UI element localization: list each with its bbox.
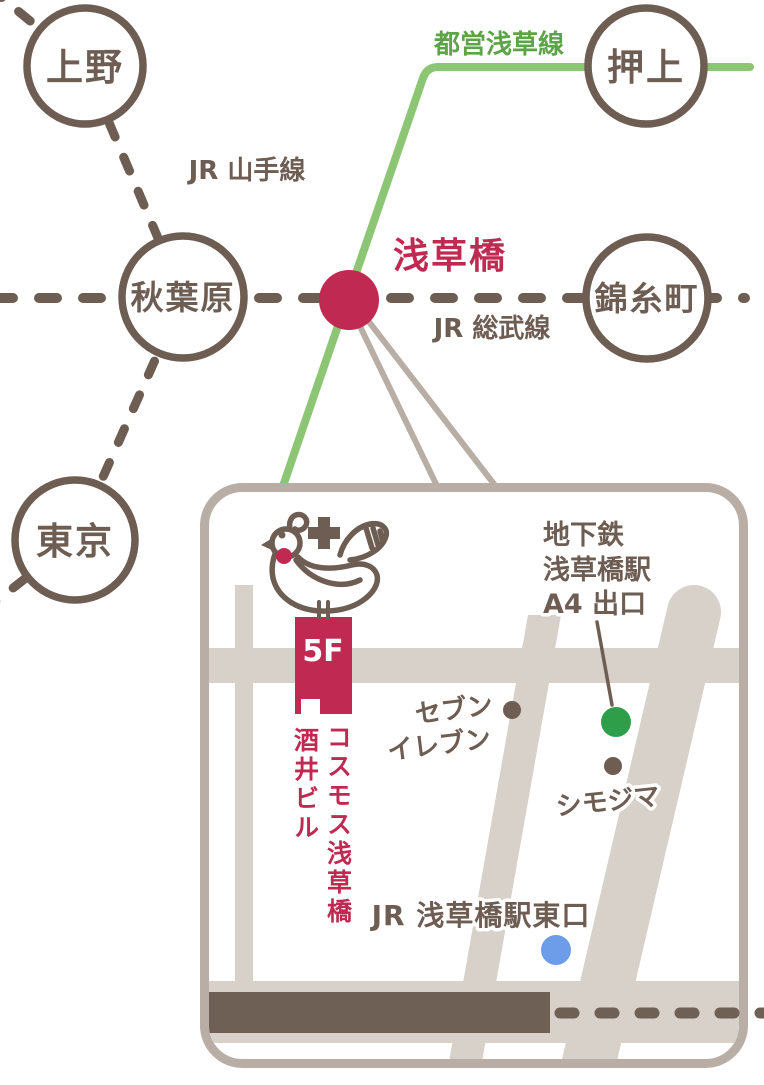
bird-cheek: [276, 548, 292, 564]
asakusabashi-marker: [319, 270, 379, 330]
clinic-building-door: [301, 699, 320, 715]
bird-crest: [286, 511, 310, 533]
bird-wing-line-3: [377, 528, 386, 545]
building-owner-vertical: 酒井ビル: [291, 727, 320, 843]
seven-eleven-dot: [503, 701, 521, 719]
jr-station-bar: [209, 992, 550, 1033]
bird-belly-line: [293, 557, 363, 587]
bird-body: [269, 551, 381, 614]
subway-exit-label-2: 浅草橋駅: [543, 555, 651, 586]
toei-asakusa-label: 都営浅草線: [433, 29, 564, 60]
subway-exit-dot: [601, 707, 631, 737]
clinic-floor-label: 5F: [302, 634, 343, 669]
station-label-kinshicho: 錦糸町: [595, 279, 700, 318]
shimojima-dot: [604, 757, 622, 775]
jr-sobu-label: JR 総武線: [432, 313, 551, 344]
bird-wing: [337, 520, 390, 563]
subway-exit-pointer: [595, 620, 614, 707]
station-circle-ueno: [23, 4, 147, 128]
callout-tail: [353, 311, 500, 491]
toei-asakusa-line: [279, 63, 754, 490]
jr-east-exit-label: JR 浅草橋駅東口: [370, 899, 591, 932]
station-label-tokyo: 東京: [36, 520, 114, 563]
jr-east-exit-dot: [541, 935, 571, 965]
station-label-ueno: 上野: [46, 46, 124, 89]
bird-eye: [278, 531, 286, 539]
station-label-oshiage: 押上: [607, 46, 685, 89]
building-name-vertical: コスモス浅草橋: [324, 724, 353, 927]
jr-yamanote-label: JR 山手線: [187, 155, 306, 186]
station-label-akihabara: 秋葉原: [131, 278, 236, 317]
station-circle-tokyo: [11, 476, 139, 604]
medical-cross-icon: [308, 517, 340, 549]
subway-exit-label-3: A4 出口: [543, 589, 646, 620]
bird-wing-line-1: [363, 525, 375, 551]
subway-exit-label-1: 地下鉄: [543, 519, 624, 551]
bird-beak: [261, 537, 274, 551]
bird-logo: [261, 511, 390, 620]
street-wide-diagonal: [559, 585, 721, 1059]
station-circle-akihabara: [118, 232, 248, 362]
asakusabashi-label: 浅草橋: [393, 236, 507, 277]
station-circle-oshiage: [584, 4, 708, 128]
station-circle-kinshicho: [582, 233, 712, 363]
clinic-building: [295, 617, 352, 714]
street-middle-diagonal: [449, 615, 561, 1059]
bird-wing-line-2: [370, 525, 381, 548]
street-left-vertical: [235, 585, 253, 982]
